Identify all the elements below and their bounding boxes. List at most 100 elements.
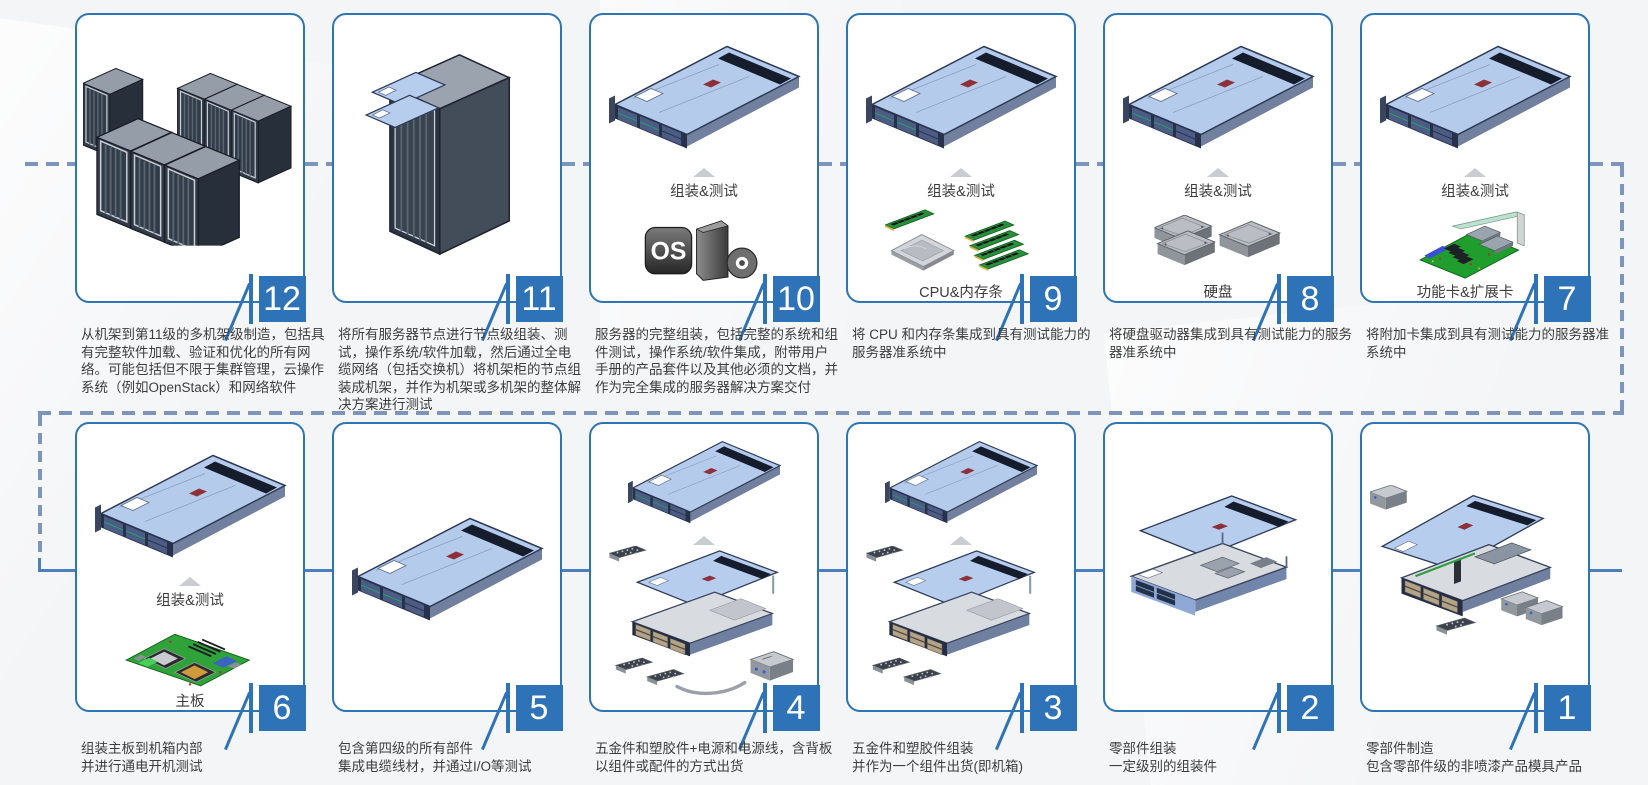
step-description: 服务器的完整组装，包括完整的系统和组件测试，操作系统/软件集成，附带用户手册的产…	[595, 327, 838, 395]
server-illustration	[599, 27, 809, 167]
server-rack-illustration	[364, 25, 530, 287]
stage-label: 组装&测试	[670, 184, 738, 200]
server-illustration	[1113, 27, 1323, 167]
up-triangle-icon	[179, 577, 201, 586]
flow-connector-dashed	[25, 162, 75, 166]
step-description: 将附加卡集成到具有测试能力的服务器准系统中	[1366, 327, 1609, 360]
step-card-10: 组装&测试 10	[589, 13, 820, 342]
flow-connector-solid	[562, 569, 589, 572]
flow-connector-dashed	[562, 162, 589, 166]
badge-bar	[1020, 274, 1024, 324]
badge-bar	[249, 683, 253, 733]
step-description: 从机架到第11级的多机架级制造，包括具有完整软件加载、验证和优化的所有网络。可能…	[81, 327, 325, 395]
step-card-2: 2	[1103, 422, 1334, 751]
up-triangle-icon	[950, 168, 972, 177]
server-illustration	[856, 27, 1066, 167]
step-description: 组装主板到机箱内部 并进行通电开机测试	[81, 741, 203, 774]
flow-connector-dashed	[1076, 162, 1103, 166]
component-label: 功能卡&扩展卡	[1416, 285, 1514, 301]
expansion-card-illustration	[1392, 205, 1558, 281]
up-triangle-icon	[950, 536, 972, 545]
badge-bar	[763, 683, 767, 733]
step-description: 五金件和塑胶件组装 并作为一个组件出货(即机箱)	[852, 741, 1023, 774]
step-number-badge: 2	[1286, 685, 1334, 731]
server-illustration	[599, 432, 809, 532]
server-illustration	[1370, 27, 1580, 167]
server-illustration	[85, 436, 295, 576]
flow-connector-solid	[819, 569, 846, 572]
step-number-badge: 12	[258, 276, 306, 322]
step-card-7: 组装&测试 功能卡&扩展卡 7	[1360, 13, 1591, 342]
up-triangle-icon	[693, 536, 715, 545]
step-number-badge: 7	[1543, 276, 1591, 322]
step-description: 包含第四级的所有部件 集成电缆线材，并通过I/O等测试	[338, 741, 532, 774]
step-number-badge: 10	[772, 276, 820, 322]
step-number-badge: 8	[1286, 276, 1334, 322]
multi-rack-cluster-illustration	[83, 25, 297, 287]
step-card-12: 12	[75, 13, 306, 342]
exploded-chassis-illustration	[856, 546, 1066, 686]
server-illustration	[342, 494, 552, 644]
stage-label: 组装&测试	[927, 184, 995, 200]
step-number-badge: 6	[258, 685, 306, 731]
flow-connector-dashed	[305, 162, 332, 166]
flow-connector-dashed-right	[1620, 166, 1624, 413]
cover-and-base-illustration	[1113, 454, 1323, 674]
flow-connector-dashed	[819, 162, 846, 166]
step-card-8: 组装&测试 硬盘 8	[1103, 13, 1334, 342]
hdd-illustration	[1143, 215, 1293, 277]
step-card-11: 11	[332, 13, 563, 342]
badge-bar	[249, 274, 253, 324]
flow-connector-solid	[1590, 569, 1622, 572]
flow-connector-solid	[1076, 569, 1103, 572]
badge-bar	[506, 274, 510, 324]
step-description: 将所有服务器节点进行节点级组装、测试，操作系统/软件加载，然后通过全电缆网络（包…	[338, 327, 581, 412]
motherboard-illustration	[103, 616, 277, 692]
badge-bar	[1277, 274, 1281, 324]
step-description: 零部件组装 一定级别的组装件	[1109, 741, 1217, 774]
stage-label: 组装&测试	[1184, 184, 1252, 200]
flow-connector-solid	[1333, 569, 1360, 572]
cpu-memory-illustration	[862, 209, 1060, 285]
exploded-parts-illustration	[1370, 438, 1580, 688]
up-triangle-icon	[1207, 168, 1229, 177]
badge-bar	[1534, 274, 1538, 324]
step-card-6: 组装&测试 主板 6	[75, 422, 306, 751]
up-triangle-icon	[693, 168, 715, 177]
step-number-badge: 11	[515, 276, 563, 322]
badge-bar	[1277, 683, 1281, 733]
step-card-9: 组装&测试 CPU&内存条 9	[846, 13, 1077, 342]
stage-label: 组装&测试	[156, 593, 224, 609]
step-card-3: 3	[846, 422, 1077, 751]
server-illustration	[856, 432, 1066, 532]
flow-connector-dashed-left	[38, 415, 42, 558]
step-description: 五金件和塑胶件+电源和电源线，含背板 以组件或配件的方式出货	[595, 741, 833, 774]
step-card-1: 1	[1360, 422, 1591, 751]
os-media-icon	[631, 211, 777, 287]
component-label: CPU&内存条	[919, 285, 1003, 301]
component-label: 硬盘	[1203, 285, 1233, 301]
step-number-badge: 1	[1543, 685, 1591, 731]
badge-bar	[1534, 683, 1538, 733]
step-number-badge: 5	[515, 685, 563, 731]
step-card-4: 4	[589, 422, 820, 751]
flow-connector-dashed-middle	[38, 411, 1624, 415]
component-label: 主板	[175, 694, 205, 710]
badge-bar	[763, 274, 767, 324]
badge-bar	[1020, 683, 1024, 733]
up-triangle-icon	[1464, 168, 1486, 177]
step-number-badge: 9	[1029, 276, 1077, 322]
stage-label: 组装&测试	[1441, 184, 1509, 200]
step-number-badge: 3	[1029, 685, 1077, 731]
flow-connector-dashed	[1590, 162, 1624, 166]
step-card-5: 5	[332, 422, 563, 751]
step-description: 零部件制造 包含零部件级的非喷漆产品模具产品	[1366, 741, 1582, 774]
flow-connector-dashed	[1333, 162, 1360, 166]
flow-connector-solid	[38, 569, 76, 572]
flow-connector-solid	[305, 569, 332, 572]
step-description: 将硬盘驱动器集成到具有测试能力的服务器准系统中	[1109, 327, 1352, 360]
flow-connector-solid	[38, 558, 41, 572]
step-description: 将 CPU 和内存条集成到具有测试能力的服务器准系统中	[852, 327, 1091, 360]
badge-bar	[506, 683, 510, 733]
